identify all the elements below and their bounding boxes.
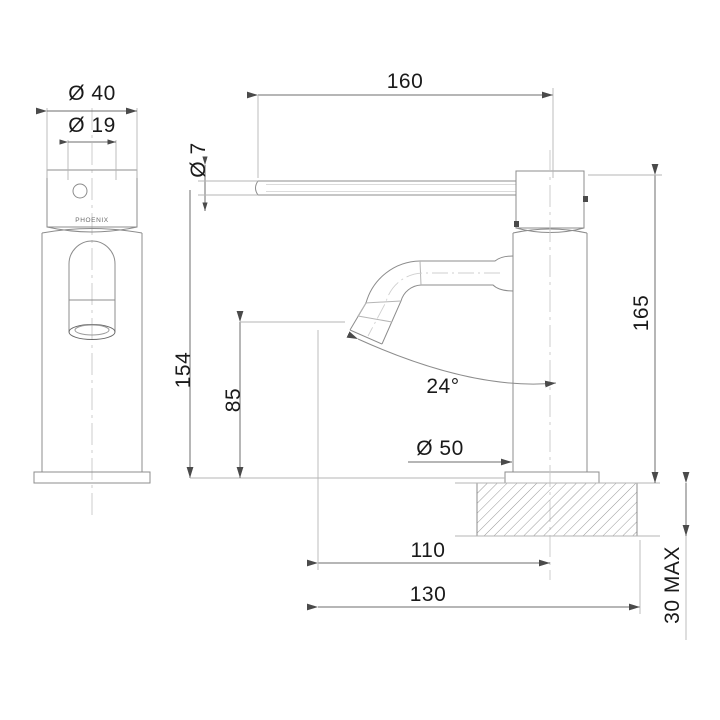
dim-label-dia7: Ø 7 bbox=[187, 142, 210, 177]
front-outlet-tube bbox=[68, 240, 116, 332]
spout-elbow-seams bbox=[357, 300, 402, 323]
side-cap-marker bbox=[514, 221, 519, 227]
front-elevation-view bbox=[33, 108, 151, 520]
dim-85 bbox=[236, 311, 345, 478]
dim-label-angle24: 24° bbox=[426, 375, 459, 398]
dim-label-160: 160 bbox=[387, 70, 424, 93]
dim-label-154: 154 bbox=[172, 352, 195, 389]
dim-label-165: 165 bbox=[630, 295, 653, 332]
spout-elbow-seam-diag bbox=[357, 302, 367, 317]
dim-154 bbox=[186, 190, 505, 479]
front-base-flange bbox=[33, 471, 151, 484]
side-spout bbox=[349, 255, 514, 345]
dim-label-110: 110 bbox=[411, 539, 446, 562]
dim-label-30max: 30 MAX bbox=[661, 546, 684, 624]
front-cap-underside bbox=[46, 226, 138, 233]
front-extension-lines bbox=[46, 108, 138, 180]
dim-label-dia50: Ø 50 bbox=[416, 437, 464, 460]
dim-160 bbox=[247, 88, 554, 178]
side-base-flange bbox=[504, 471, 600, 484]
bench-section bbox=[455, 482, 660, 537]
dim-130 bbox=[307, 540, 641, 614]
spout-centerline bbox=[367, 272, 500, 337]
side-lever-handle bbox=[255, 180, 516, 196]
dim-label-dia40: Ø 40 bbox=[68, 82, 116, 105]
dim-label-85: 85 bbox=[222, 388, 245, 412]
dim-label-dia19: Ø 19 bbox=[68, 114, 116, 137]
dim-angle-24 bbox=[346, 331, 557, 388]
dim-110 bbox=[307, 330, 550, 570]
dim-dia7 bbox=[198, 156, 258, 211]
side-grub-screw bbox=[583, 196, 588, 202]
spout-outlet-face bbox=[349, 329, 383, 345]
dim-label-130: 130 bbox=[410, 583, 447, 606]
dim-165 bbox=[588, 164, 662, 483]
front-indicator-hole bbox=[72, 183, 88, 199]
front-outlet-ellipse-inner bbox=[74, 324, 110, 336]
brand-label-phoenix: PHOENIX bbox=[75, 217, 109, 224]
lever-tip-cap bbox=[255, 180, 259, 196]
front-cartridge-cap bbox=[46, 169, 138, 228]
bench-hatched-block bbox=[476, 482, 638, 537]
front-body-top bbox=[41, 228, 143, 234]
